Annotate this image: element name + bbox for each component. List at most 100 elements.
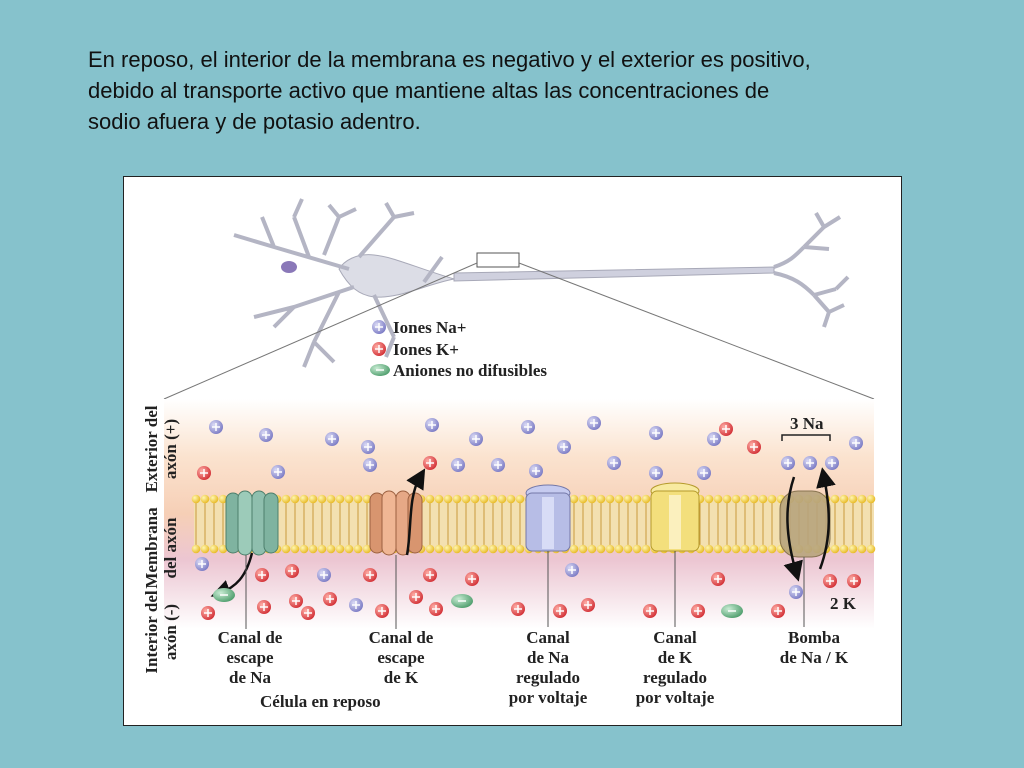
lipid-head [749, 494, 759, 504]
k-ion [285, 564, 299, 578]
lipid-head [605, 494, 615, 504]
caption-line-2: debido al transporte activo que mantiene… [88, 78, 770, 103]
label-na-gated-2: de Na [527, 648, 570, 667]
anion [451, 594, 473, 608]
na-ion [557, 440, 571, 454]
lipid-head [434, 544, 444, 554]
k-ion [581, 598, 595, 612]
legend-k-label: Iones K+ [393, 340, 459, 359]
lipid-head [191, 494, 201, 504]
channel-labels: Canal de escape de Na Canal de escape de… [218, 628, 849, 707]
k-ion [423, 568, 437, 582]
lipid-head [758, 544, 768, 554]
lipid-head [281, 494, 291, 504]
na-ion [849, 436, 863, 450]
lipid-head [740, 494, 750, 504]
lipid-head [335, 544, 345, 554]
lipid-head [641, 494, 651, 504]
lipid-head [434, 494, 444, 504]
lipid-head [497, 544, 507, 554]
zoom-line-left [163, 262, 478, 400]
k-ion [823, 574, 837, 588]
lipid-head [479, 544, 489, 554]
lipid-head [569, 544, 579, 554]
lipid-head [641, 544, 651, 554]
anion-icon [370, 364, 390, 376]
lipid-head [623, 544, 633, 554]
k-ion [375, 604, 389, 618]
na-ion [649, 466, 663, 480]
label-interior-2: axón (-) [161, 604, 180, 660]
label-na-leak-2: escape [226, 648, 274, 667]
na-ion [271, 465, 285, 479]
lipid-head [839, 544, 849, 554]
lipid-head [848, 494, 858, 504]
na-ion [649, 426, 663, 440]
lipid-head [578, 544, 588, 554]
k-ion [301, 606, 315, 620]
lipid-head [335, 494, 345, 504]
lipid-head [866, 494, 876, 504]
k-ion-icon [372, 342, 386, 356]
legend: Iones Na+ Iones K+ Aniones no difusibles [370, 318, 547, 380]
na-ion [521, 420, 535, 434]
lipid-heads-top [191, 494, 876, 504]
lipid-head [479, 494, 489, 504]
arrow-pump-k-in [816, 467, 836, 570]
lipid-head [731, 544, 741, 554]
lipid-head [200, 544, 210, 554]
na-ion [425, 418, 439, 432]
na-ion [607, 456, 621, 470]
lipid-head [704, 544, 714, 554]
lipid-head [749, 544, 759, 554]
na-ion [789, 585, 803, 599]
lipid-head [209, 494, 219, 504]
lipid-head [515, 494, 525, 504]
na-ion [587, 416, 601, 430]
lipid-head [515, 544, 525, 554]
na-ion [317, 568, 331, 582]
neuron-illustration [233, 198, 850, 368]
lipid-head [218, 544, 228, 554]
lipid-head [497, 494, 507, 504]
legend-anion-label: Aniones no difusibles [393, 361, 547, 380]
ions-layer [195, 416, 863, 620]
na-ion [707, 432, 721, 446]
na-ion [195, 557, 209, 571]
lipid-head [758, 494, 768, 504]
label-na-gated-4: por voltaje [509, 688, 588, 707]
na-ion [469, 432, 483, 446]
lipid-head [461, 494, 471, 504]
k-ion [409, 590, 423, 604]
label-na-leak-3: de Na [229, 668, 272, 687]
lipid-head [713, 494, 723, 504]
lipid-head [425, 544, 435, 554]
caption-line-1: En reposo, el interior de la membrana es… [88, 47, 811, 72]
lipid-head [488, 544, 498, 554]
lipid-head [605, 544, 615, 554]
label-k-gated-3: regulado [643, 668, 707, 687]
lipid-head [857, 494, 867, 504]
k-ion [423, 456, 437, 470]
lipid-head [596, 544, 606, 554]
lipid-head [704, 494, 714, 504]
na-ion [363, 458, 377, 472]
lipid-head [767, 544, 777, 554]
caption: En reposo, el interior de la membrana es… [88, 44, 968, 137]
k-ion [429, 602, 443, 616]
k-ion [511, 602, 525, 616]
lipid-head [344, 544, 354, 554]
na-ion [209, 420, 223, 434]
lipid-head [470, 494, 480, 504]
channel-na-leak [225, 490, 279, 556]
label-exterior-1: Exterior del [142, 405, 161, 492]
lipid-head [317, 494, 327, 504]
label-k-gated-4: por voltaje [636, 688, 715, 707]
na-ion [825, 456, 839, 470]
label-k-leak-1: Canal de [369, 628, 434, 647]
channel-k-gated [650, 482, 700, 552]
anion [721, 604, 743, 618]
k-ion [255, 568, 269, 582]
k-ion [643, 604, 657, 618]
lipid-head [290, 494, 300, 504]
